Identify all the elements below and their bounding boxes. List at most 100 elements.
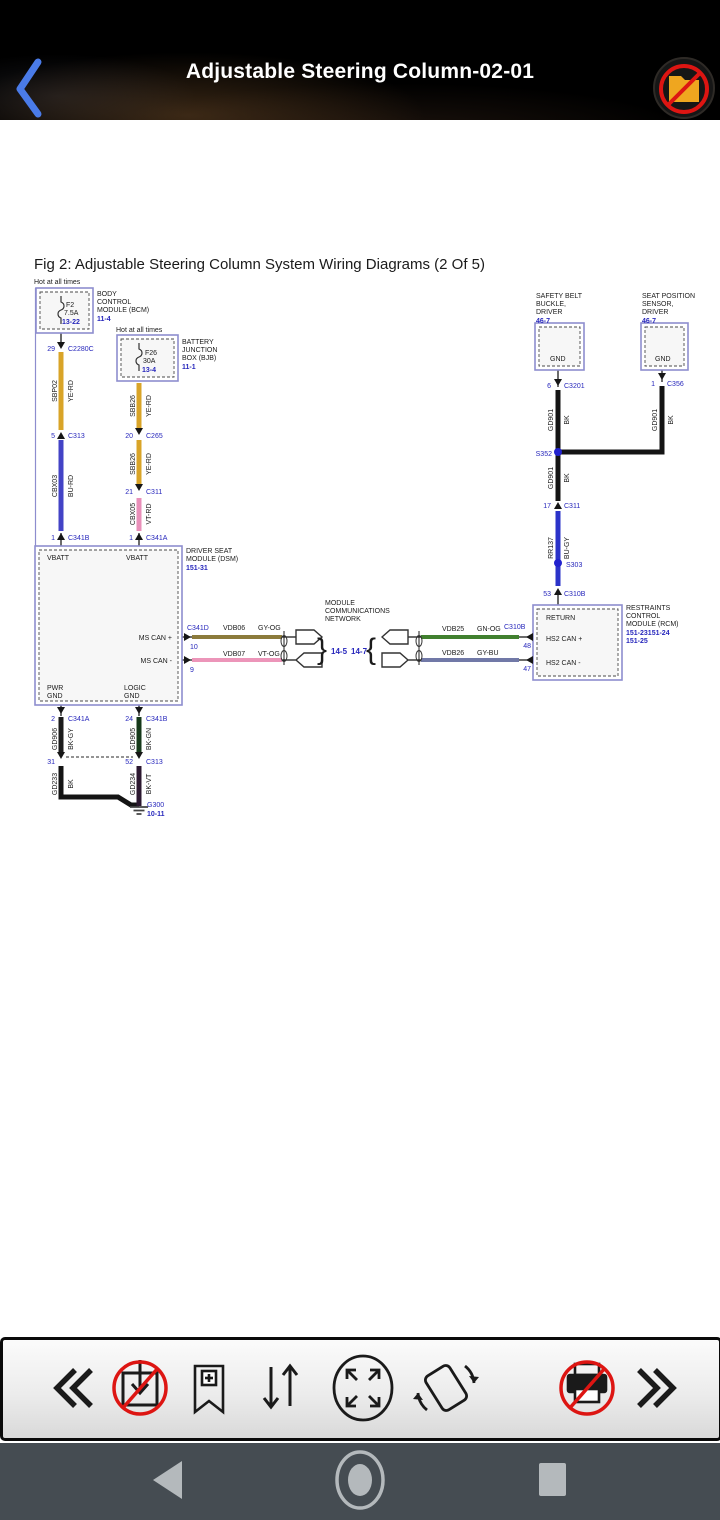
diagram-label: GND — [47, 693, 63, 700]
diagram-label: MODULE (BCM) — [97, 307, 149, 314]
diagram-label: 52 — [125, 759, 133, 766]
network-connector-flag — [380, 629, 409, 645]
back-chevron-icon — [16, 58, 42, 118]
double-chevron-right-icon — [637, 1368, 661, 1408]
module-box-inner — [644, 326, 685, 367]
diagram-label: GD233 — [52, 773, 59, 795]
connector-arrow-icon — [526, 633, 533, 641]
fuse-icon — [57, 296, 65, 324]
sort-arrows-icon — [262, 1363, 299, 1410]
fuse-icon — [135, 343, 143, 371]
sort-button[interactable] — [262, 1363, 299, 1410]
diagram-label: VDB06 — [223, 625, 245, 632]
bookmark-add-icon — [193, 1364, 225, 1415]
diagram-label: MODULE (DSM) — [186, 556, 238, 563]
diagram-label: 151-31 — [186, 565, 208, 572]
double-chevron-right-icon — [653, 1368, 677, 1408]
diagram-label: GND — [124, 693, 140, 700]
app-header: Adjustable Steering Column-02-01 — [0, 0, 720, 120]
diagram-label: CONTROL — [97, 299, 131, 306]
android-nav-bar — [0, 1443, 720, 1520]
twisted-pair-icon — [280, 650, 288, 662]
diagram-label: CONTROL — [626, 613, 660, 620]
diagram-label: DRIVER SEAT — [186, 548, 233, 555]
wire — [560, 386, 665, 455]
diagram-label: 151-23151-24 — [626, 630, 670, 637]
diagram-label: C341B — [68, 535, 90, 542]
diagram-label: BK-GN — [146, 728, 153, 750]
bookmark-button[interactable] — [193, 1364, 225, 1415]
diagram-label: VT-OG — [258, 651, 280, 658]
diagram-label: SBB26 — [130, 395, 137, 417]
nav-recents-button[interactable] — [539, 1463, 566, 1496]
splice-dot — [554, 448, 562, 456]
print-disabled-button[interactable] — [559, 1360, 615, 1416]
diagram-label: DRIVER — [642, 309, 668, 316]
prev-page-button[interactable] — [53, 1368, 93, 1408]
diagram-label: 1 — [651, 381, 655, 388]
diagram-label: C310B — [504, 624, 526, 631]
splice-dot — [554, 559, 562, 567]
diagram-label: GD905 — [130, 728, 137, 750]
twisted-pair-icon — [415, 650, 423, 662]
page-title: Adjustable Steering Column-02-01 — [185, 60, 535, 83]
rotate-button[interactable] — [413, 1364, 479, 1413]
diagram-label: SENSOR, — [642, 301, 674, 308]
next-page-button[interactable] — [637, 1368, 677, 1408]
connector-arrow-icon — [135, 707, 143, 714]
nav-home-button[interactable] — [335, 1450, 385, 1510]
connector-arrow-icon — [554, 502, 562, 509]
diagram-label: GD901 — [652, 409, 659, 431]
connector-arrow-icon — [57, 432, 65, 439]
diagram-label: GD234 — [130, 773, 137, 795]
diagram-label: GD906 — [52, 728, 59, 750]
diagram-label: C265 — [146, 433, 163, 440]
diagram-label: PWR — [47, 685, 63, 692]
diagram-label: MS CAN + — [139, 635, 172, 642]
diagram-label: BOX (BJB) — [182, 355, 216, 362]
diagram-label: } — [317, 633, 327, 666]
rotate-device-icon — [413, 1364, 479, 1412]
diagram-label: YE-RD — [146, 395, 153, 417]
diagram-label: SBP02 — [52, 380, 59, 402]
diagram-label: S303 — [566, 562, 582, 569]
figure-caption: Fig 2: Adjustable Steering Column System… — [34, 256, 486, 273]
viewer-toolbar — [0, 1337, 720, 1441]
diagram-label: MODULE — [325, 600, 355, 607]
diagram-label: BATTERY — [182, 339, 214, 346]
diagram-label: C2280C — [68, 346, 94, 353]
diagram-label: 11-4 — [97, 316, 111, 323]
module-box-inner — [38, 549, 179, 702]
diagram-label: BK-VT — [146, 773, 153, 794]
diagram-label: NETWORK — [325, 616, 361, 623]
diagram-label: 53 — [543, 591, 551, 598]
connector-arrow-icon — [184, 656, 191, 664]
diagram-label: VDB26 — [442, 650, 464, 657]
diagram-label: C313 — [68, 433, 85, 440]
diagram-label: F2 — [66, 302, 74, 309]
connector-arrow-icon — [135, 533, 143, 540]
diagram-label: GY-OG — [258, 625, 281, 632]
diagram-label: 151-25 — [626, 638, 648, 645]
diagram-label: 46-7 — [642, 318, 656, 325]
diagram-label: BODY — [97, 291, 117, 298]
diagram-label: 20 — [125, 433, 133, 440]
diagram-label: VT-RD — [146, 504, 153, 525]
fit-screen-button[interactable] — [332, 1354, 394, 1422]
diagram-label: JUNCTION — [182, 347, 217, 354]
module-box-inner — [120, 338, 175, 378]
diagram-label: GY-BU — [477, 650, 499, 657]
diagram-label: SAFETY BELT — [536, 293, 583, 300]
network-connector-flag — [381, 652, 410, 668]
folder-disabled-button[interactable] — [652, 56, 716, 120]
diagram-label: { — [366, 633, 376, 666]
network-connector-flag — [294, 652, 323, 668]
save-disabled-button[interactable] — [112, 1360, 168, 1416]
network-connector-flag — [295, 629, 324, 645]
diagram-label: G300 — [147, 802, 164, 809]
back-button[interactable] — [8, 56, 56, 120]
diagram-label: SBB26 — [130, 453, 137, 475]
nav-back-button[interactable] — [153, 1461, 182, 1499]
